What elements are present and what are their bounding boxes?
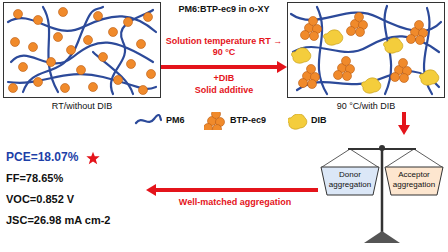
process-arrow [146, 184, 318, 196]
node-text: JSC=26.98 mA cm-2 [6, 214, 146, 227]
process-arrow [398, 112, 410, 135]
node-text: 90 °C/with DIB [287, 101, 445, 112]
node-text: FF=78.65% [6, 172, 146, 185]
node-text: RT/without DIB [3, 101, 161, 112]
legend-label: PM6 [166, 115, 185, 126]
process-arrow [161, 61, 287, 73]
node-text: Donor aggregation [327, 170, 373, 190]
arrow-line [402, 112, 406, 126]
legend-label: DIB [311, 115, 327, 126]
node-text: PCE=18.07% [6, 150, 146, 164]
additive-symbol [288, 114, 308, 130]
arrow-head [277, 61, 287, 73]
annotation-label: +DIB [163, 73, 285, 84]
arrow-line [155, 188, 318, 192]
arrow-head [146, 184, 156, 196]
arrow-label: Well-matched aggregation [160, 197, 310, 208]
diagram-title: PM6:BTP-ec9 in o-XY [163, 4, 285, 15]
balance-scale [318, 135, 446, 248]
legend-label: BTP-ec9 [230, 115, 266, 126]
arrow-label: Solution temperature RT → 90 °C [163, 36, 285, 58]
node-text: VOC=0.852 V [6, 193, 146, 206]
morphology-panel [287, 2, 445, 99]
morphology-panel: RT/without DIB [3, 2, 161, 112]
morphology-panel [3, 2, 161, 99]
balance-scale: Donor aggregation Acceptor aggregation [318, 135, 446, 248]
arrow-line [161, 65, 278, 69]
morphology-panel: 90 °C/with DIB [287, 2, 445, 112]
polymer-symbol [134, 114, 162, 128]
star-mark [86, 151, 100, 165]
acceptor-symbol [204, 112, 226, 130]
result-block: PCE=18.07% FF=78.65% VOC=0.852 V JSC=26.98 … [6, 150, 146, 246]
annotation-label: Solid additive [163, 85, 285, 96]
node-text: Acceptor aggregation [391, 170, 437, 190]
arrow-head [398, 125, 410, 135]
